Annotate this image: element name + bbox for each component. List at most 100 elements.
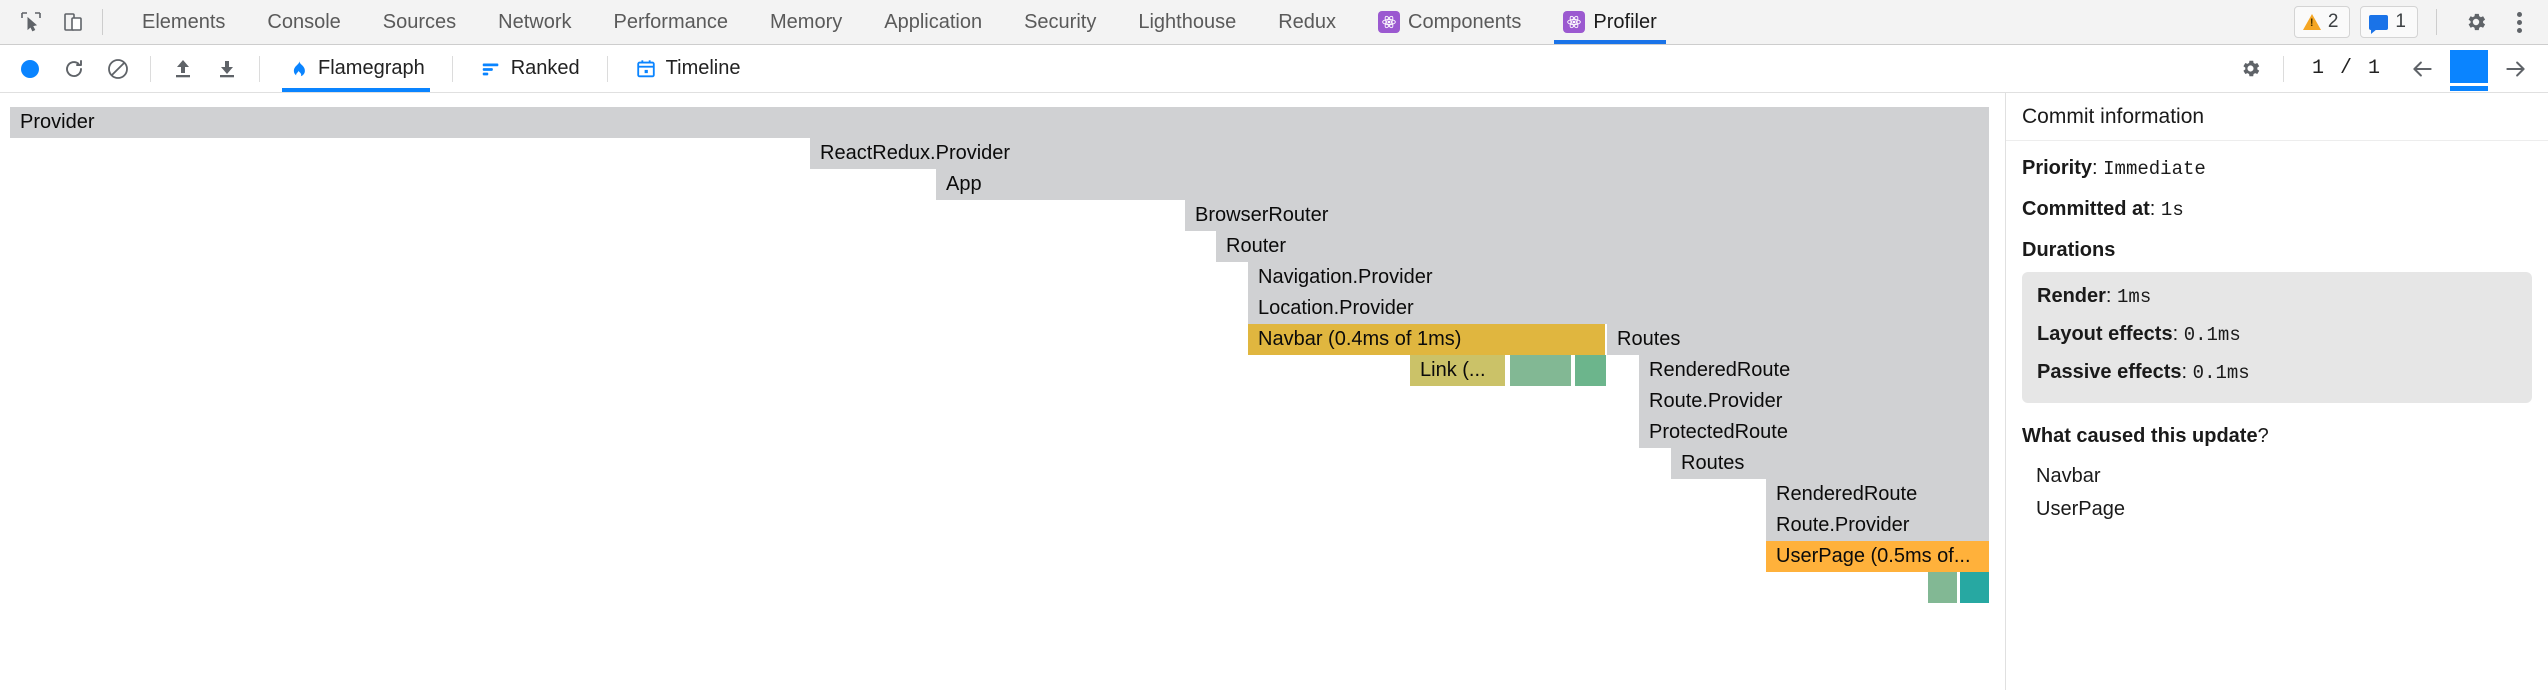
flamegraph-bar-protectedroute[interactable]: ProtectedRoute <box>1639 417 1990 448</box>
devtools-tab-console[interactable]: Console <box>246 0 361 44</box>
warning-badge[interactable]: 2 <box>2293 6 2351 38</box>
next-commit-button[interactable] <box>2494 47 2538 91</box>
flamegraph-row: Routes <box>0 448 2005 479</box>
devtools-tab-lighthouse[interactable]: Lighthouse <box>1117 0 1257 44</box>
flamegraph-bar-browserrouter[interactable]: BrowserRouter <box>1185 200 1990 231</box>
flamegraph-bar-label: UserPage (0.5ms of... <box>1776 545 1971 567</box>
devtools-tab-sources[interactable]: Sources <box>362 0 477 44</box>
flamegraph-bar-label: Route.Provider <box>1776 514 1910 536</box>
flamegraph-bar-label: BrowserRouter <box>1195 204 1329 226</box>
flamegraph-row: UserPage (0.5ms of... <box>0 541 2005 572</box>
reload-and-profile-button[interactable] <box>52 47 96 91</box>
priority-row: Priority: Immediate <box>2022 157 2532 180</box>
more-options-icon[interactable] <box>2507 6 2532 39</box>
devtools-tab-performance[interactable]: Performance <box>593 0 750 44</box>
duration-value: 0.1ms <box>2192 361 2250 384</box>
flamegraph-bar-reactredux.provider[interactable]: ReactRedux.Provider <box>810 138 1990 169</box>
flamegraph-row: Provider <box>0 107 2005 138</box>
durations-title: Durations <box>2022 238 2116 261</box>
flamegraph-bar[interactable] <box>1510 355 1572 386</box>
flamegraph-bar-router[interactable]: Router <box>1216 231 1990 262</box>
flamegraph-bar-app[interactable]: App <box>936 169 1990 200</box>
flamegraph-bar-label: ReactRedux.Provider <box>820 142 1011 164</box>
commit-details-sidebar: Commit information Priority: Immediate C… <box>2005 93 2548 690</box>
flamegraph-row: Navigation.Provider <box>0 262 2005 293</box>
profiler-tab-flamegraph[interactable]: Flamegraph <box>270 45 442 92</box>
ranked-icon <box>480 58 502 80</box>
duration-colon: : <box>2105 284 2118 307</box>
devtools-tab-components[interactable]: Components <box>1357 0 1542 44</box>
record-button[interactable] <box>8 47 52 91</box>
profiler-tab-ranked[interactable]: Ranked <box>463 45 597 92</box>
flamegraph-row: App <box>0 169 2005 200</box>
commit-bar <box>2450 49 2488 83</box>
flamegraph-bar-label: ProtectedRoute <box>1649 421 1788 443</box>
flamegraph-bar-link[interactable]: Link (... <box>1410 355 1506 386</box>
flame-icon <box>287 58 309 80</box>
devtools-tab-label: Application <box>884 10 983 33</box>
gear-icon[interactable] <box>2455 1 2497 43</box>
commit-counter: 1 / 1 <box>2311 57 2382 80</box>
flamegraph-bar-userpage[interactable]: UserPage (0.5ms of... <box>1766 541 1990 572</box>
flamegraph-bar-navigation.provider[interactable]: Navigation.Provider <box>1248 262 1990 293</box>
flamegraph-bar-route.provider[interactable]: Route.Provider <box>1639 386 1990 417</box>
devtools-tab-application[interactable]: Application <box>863 0 1003 44</box>
priority-value: Immediate <box>2103 158 2206 180</box>
flamegraph-bar-location.provider[interactable]: Location.Provider <box>1248 293 1990 324</box>
flamegraph-bar-label: App <box>946 173 982 195</box>
flamegraph-row: RenderedRoute <box>0 479 2005 510</box>
flamegraph-bar-routes[interactable]: Routes <box>1671 448 1990 479</box>
flamegraph-row: Route.Provider <box>0 510 2005 541</box>
duration-label: Passive effects <box>2037 360 2182 383</box>
committed-colon: : <box>2149 197 2161 220</box>
cause-item[interactable]: UserPage <box>2036 498 2125 521</box>
flamegraph-row: Navbar (0.4ms of 1ms) Routes <box>0 324 2005 355</box>
devtools-tab-elements[interactable]: Elements <box>121 0 246 44</box>
load-profile-button[interactable] <box>161 47 205 91</box>
device-toolbar-icon[interactable] <box>52 1 94 43</box>
profiler-toolbar: Flamegraph Ranked Timeline 1 / 1 <box>0 45 2548 93</box>
flamegraph-bar[interactable] <box>1960 572 1990 603</box>
warning-triangle-icon <box>2302 14 2321 30</box>
clear-profiling-button[interactable] <box>96 47 140 91</box>
flamegraph-row <box>0 572 2005 603</box>
flamegraph-bar-renderedroute[interactable]: RenderedRoute <box>1766 479 1990 510</box>
devtools-tab-network[interactable]: Network <box>477 0 592 44</box>
devtools-tab-label: Security <box>1024 10 1097 33</box>
devtools-tab-redux[interactable]: Redux <box>1257 0 1357 44</box>
devtools-tab-security[interactable]: Security <box>1003 0 1117 44</box>
flamegraph-bar-routes[interactable]: Routes <box>1607 324 1990 355</box>
react-logo-icon <box>1563 11 1586 33</box>
duration-row: Layout effects: 0.1ms <box>2037 323 2517 346</box>
profiler-tab-timeline[interactable]: Timeline <box>618 45 758 92</box>
profiler-settings-button[interactable] <box>2229 47 2273 91</box>
flamegraph-bar-renderedroute[interactable]: RenderedRoute <box>1639 355 1990 386</box>
message-badge[interactable]: 1 <box>2360 6 2418 38</box>
duration-row: Render: 1ms <box>2037 285 2517 308</box>
duration-row: Passive effects: 0.1ms <box>2037 361 2517 384</box>
devtools-tab-label: Lighthouse <box>1138 10 1237 33</box>
flamegraph-bar-navbar[interactable]: Navbar (0.4ms of 1ms) <box>1248 324 1606 355</box>
save-profile-button[interactable] <box>205 47 249 91</box>
devtools-tab-memory[interactable]: Memory <box>749 0 863 44</box>
cause-title-suffix: ? <box>2257 425 2269 448</box>
duration-label: Layout effects <box>2037 322 2173 345</box>
flamegraph-bar-label: Routes <box>1617 328 1681 350</box>
flamegraph-row: Location.Provider <box>0 293 2005 324</box>
previous-commit-button[interactable] <box>2400 47 2444 91</box>
cause-item[interactable]: Navbar <box>2036 465 2101 488</box>
devtools-tab-profiler[interactable]: Profiler <box>1542 0 1677 44</box>
profiler-tab-label: Timeline <box>665 57 741 79</box>
flamegraph-bar-label: Navigation.Provider <box>1258 266 1433 288</box>
flamegraph-bar[interactable] <box>1928 572 1958 603</box>
inspect-element-icon[interactable] <box>10 1 52 43</box>
flamegraph-bar[interactable] <box>1575 355 1607 386</box>
commit-bar-chart[interactable] <box>2450 47 2488 91</box>
flamegraph-bar-provider[interactable]: Provider <box>10 107 1990 138</box>
flamegraph-row: Link (... RenderedRoute <box>0 355 2005 386</box>
flamegraph-bar-route.provider[interactable]: Route.Provider <box>1766 510 1990 541</box>
